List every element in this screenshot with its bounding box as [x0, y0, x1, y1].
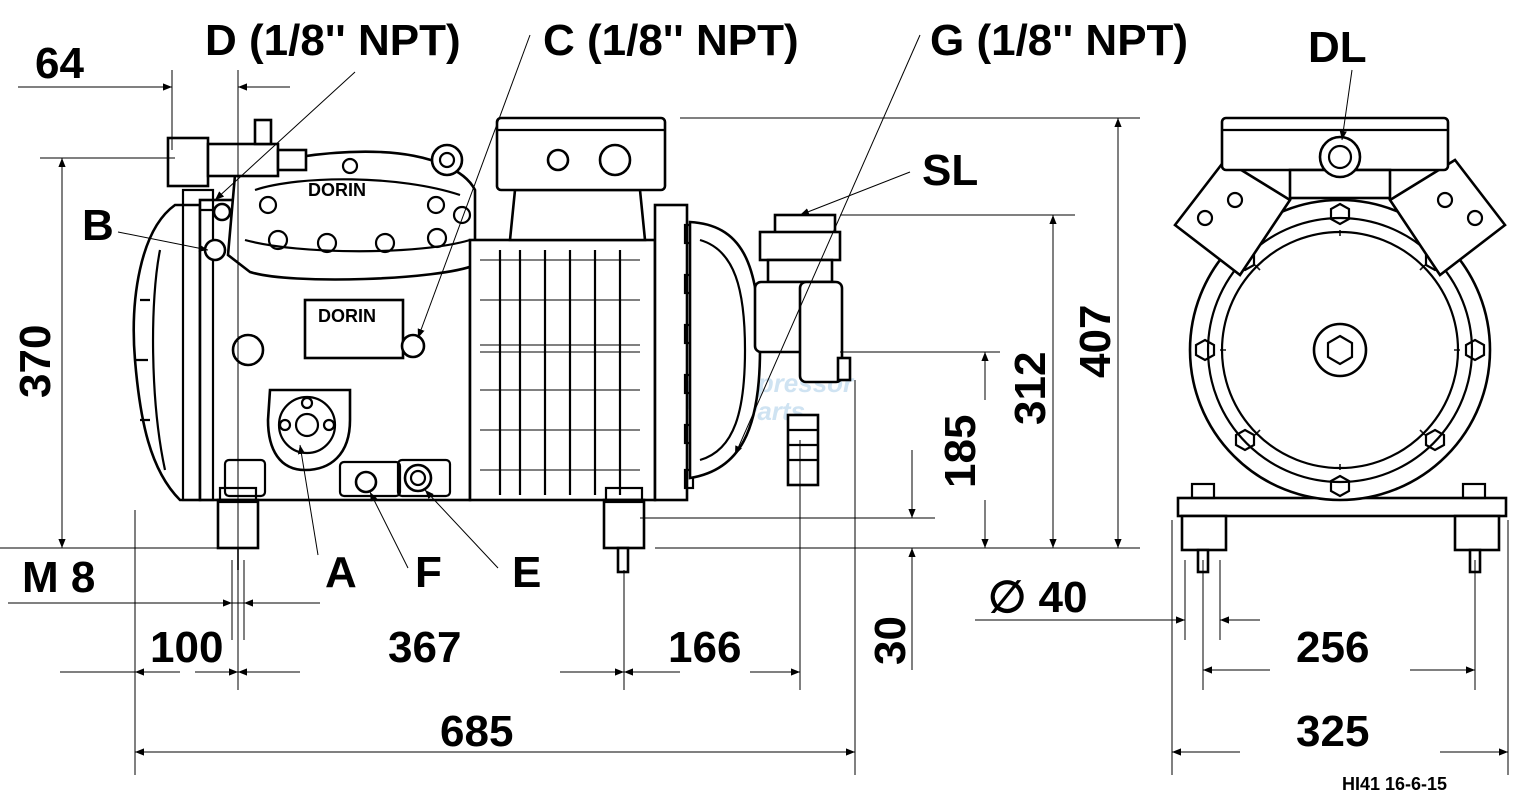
- dim-64: 64: [35, 39, 84, 88]
- dim-367: 367: [388, 623, 461, 672]
- label-a: A: [325, 548, 357, 597]
- dim-325: 325: [1296, 707, 1369, 756]
- dimension-values: 64 370 M 8 100 367 166 685 30 185 312 40…: [11, 39, 1369, 756]
- dim-diameter-40: ∅ 40: [988, 573, 1088, 622]
- label-d-port: D (1/8'' NPT): [205, 16, 461, 65]
- dim-370: 370: [11, 325, 60, 398]
- plate-brand-text: DORIN: [318, 306, 376, 326]
- label-dl: DL: [1308, 23, 1367, 72]
- dim-312: 312: [1006, 352, 1055, 425]
- dim-100: 100: [150, 623, 223, 672]
- head-brand-text: DORIN: [308, 180, 366, 200]
- dimension-lines: [0, 70, 1509, 775]
- label-b: B: [82, 201, 114, 250]
- leader-lines: [117, 34, 1353, 569]
- front-view-compressor: [1173, 116, 1508, 574]
- dim-30: 30: [866, 616, 915, 665]
- label-g-port: G (1/8'' NPT): [930, 16, 1188, 65]
- dim-685: 685: [440, 707, 513, 756]
- dim-256: 256: [1296, 623, 1369, 672]
- dim-407: 407: [1071, 305, 1120, 378]
- head-bolts: [258, 157, 472, 254]
- dim-m8: M 8: [22, 553, 95, 602]
- part-labels: D (1/8'' NPT) C (1/8'' NPT) G (1/8'' NPT…: [82, 16, 1367, 597]
- dim-166: 166: [668, 623, 741, 672]
- side-view-compressor: DORIN DORIN: [132, 116, 852, 574]
- label-e: E: [512, 548, 541, 597]
- label-sl: SL: [922, 146, 978, 195]
- dim-185: 185: [936, 415, 985, 488]
- label-f: F: [415, 548, 442, 597]
- motor-fins: [480, 250, 640, 495]
- drawing-reference: HI41 16-6-15: [1342, 774, 1447, 794]
- label-c-port: C (1/8'' NPT): [543, 16, 799, 65]
